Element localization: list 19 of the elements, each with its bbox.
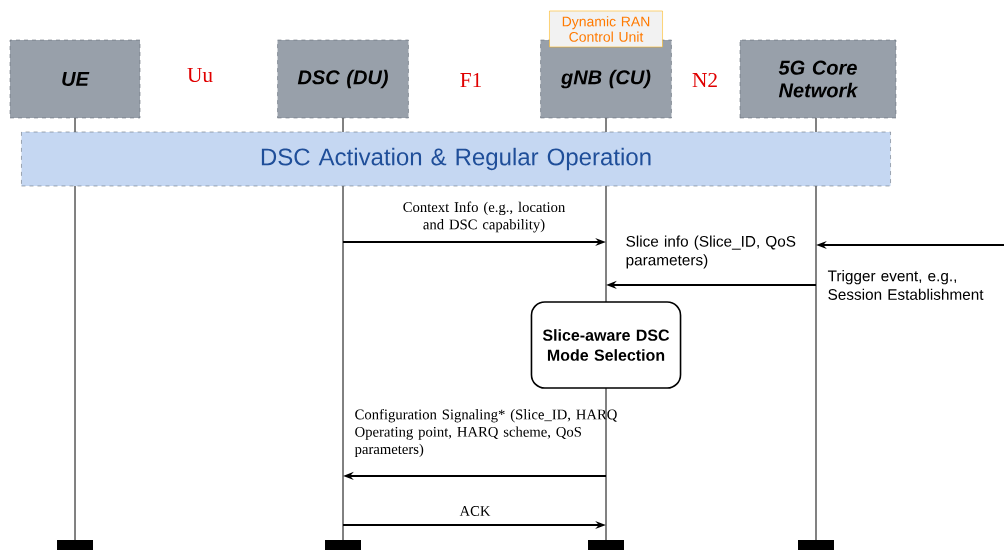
- phase-band: DSC Activation & Regular Operation: [21, 131, 891, 187]
- participant-box: UE: [9, 39, 141, 119]
- lifeline: [342, 118, 344, 540]
- label-box: Dynamic RAN Control Unit: [549, 10, 663, 48]
- interface-label: F1: [460, 72, 481, 88]
- edge-label: Slice info (Slice_ID, QoS parameters): [626, 235, 796, 269]
- lifeline: [605, 118, 607, 302]
- participant-box: DSC (DU): [277, 39, 409, 119]
- edge-label: Trigger event, e.g., Session Establishment: [827, 270, 984, 300]
- interface-label: N2: [692, 72, 717, 88]
- participant-box: 5G Core Network: [739, 39, 897, 119]
- interface-label: Uu: [187, 67, 213, 83]
- edge-label: Context Info (e.g., location and DSC capability): [403, 201, 566, 233]
- lifeline: [815, 118, 817, 540]
- edge-label: Configuration Signaling* (Slice_ID, HARQ Operating point, HARQ scheme, QoS parameters): [354, 408, 618, 458]
- process-box: Slice-aware DSC Mode Selection: [530, 301, 682, 389]
- edge-label: ACK: [459, 506, 491, 516]
- lifeline: [605, 388, 607, 540]
- lifeline: [74, 118, 76, 540]
